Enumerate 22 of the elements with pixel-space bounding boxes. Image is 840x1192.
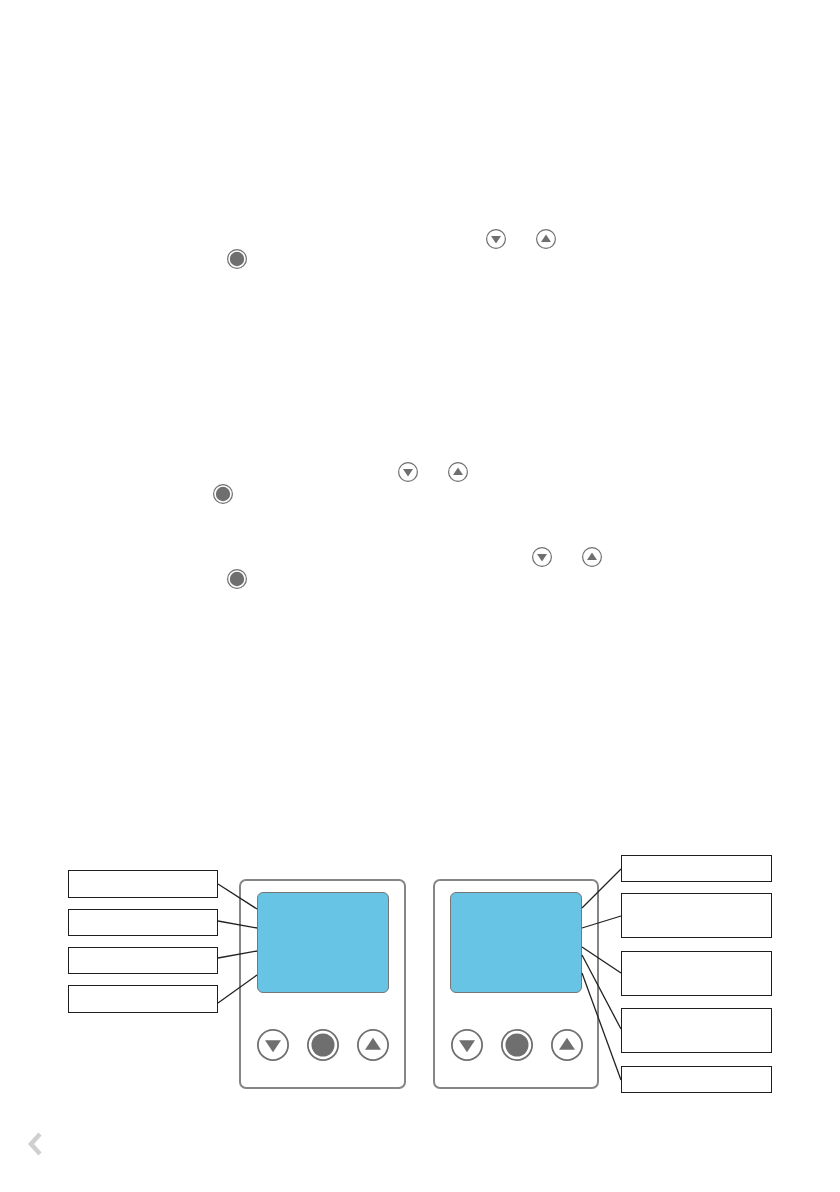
callout-box <box>68 985 218 1013</box>
leader-line <box>581 954 622 1030</box>
leader-line <box>217 883 258 910</box>
callout-box <box>621 1066 772 1093</box>
leader-line <box>581 972 622 1081</box>
callout-box <box>621 951 772 996</box>
display-screen <box>257 892 389 993</box>
leader-line <box>217 974 258 1004</box>
callout-box <box>68 909 218 936</box>
device-panel <box>433 879 599 1089</box>
leader-line <box>581 946 622 974</box>
callout-box <box>621 1008 772 1053</box>
leader-line <box>581 915 622 929</box>
callout-box <box>621 893 772 938</box>
callout-box <box>68 870 218 898</box>
leader-line <box>217 920 258 929</box>
display-screen <box>450 892 582 993</box>
device-panel <box>239 879 406 1089</box>
callout-box <box>621 855 772 882</box>
leader-line <box>217 950 258 959</box>
callout-box <box>68 947 218 974</box>
leader-line <box>581 868 622 909</box>
